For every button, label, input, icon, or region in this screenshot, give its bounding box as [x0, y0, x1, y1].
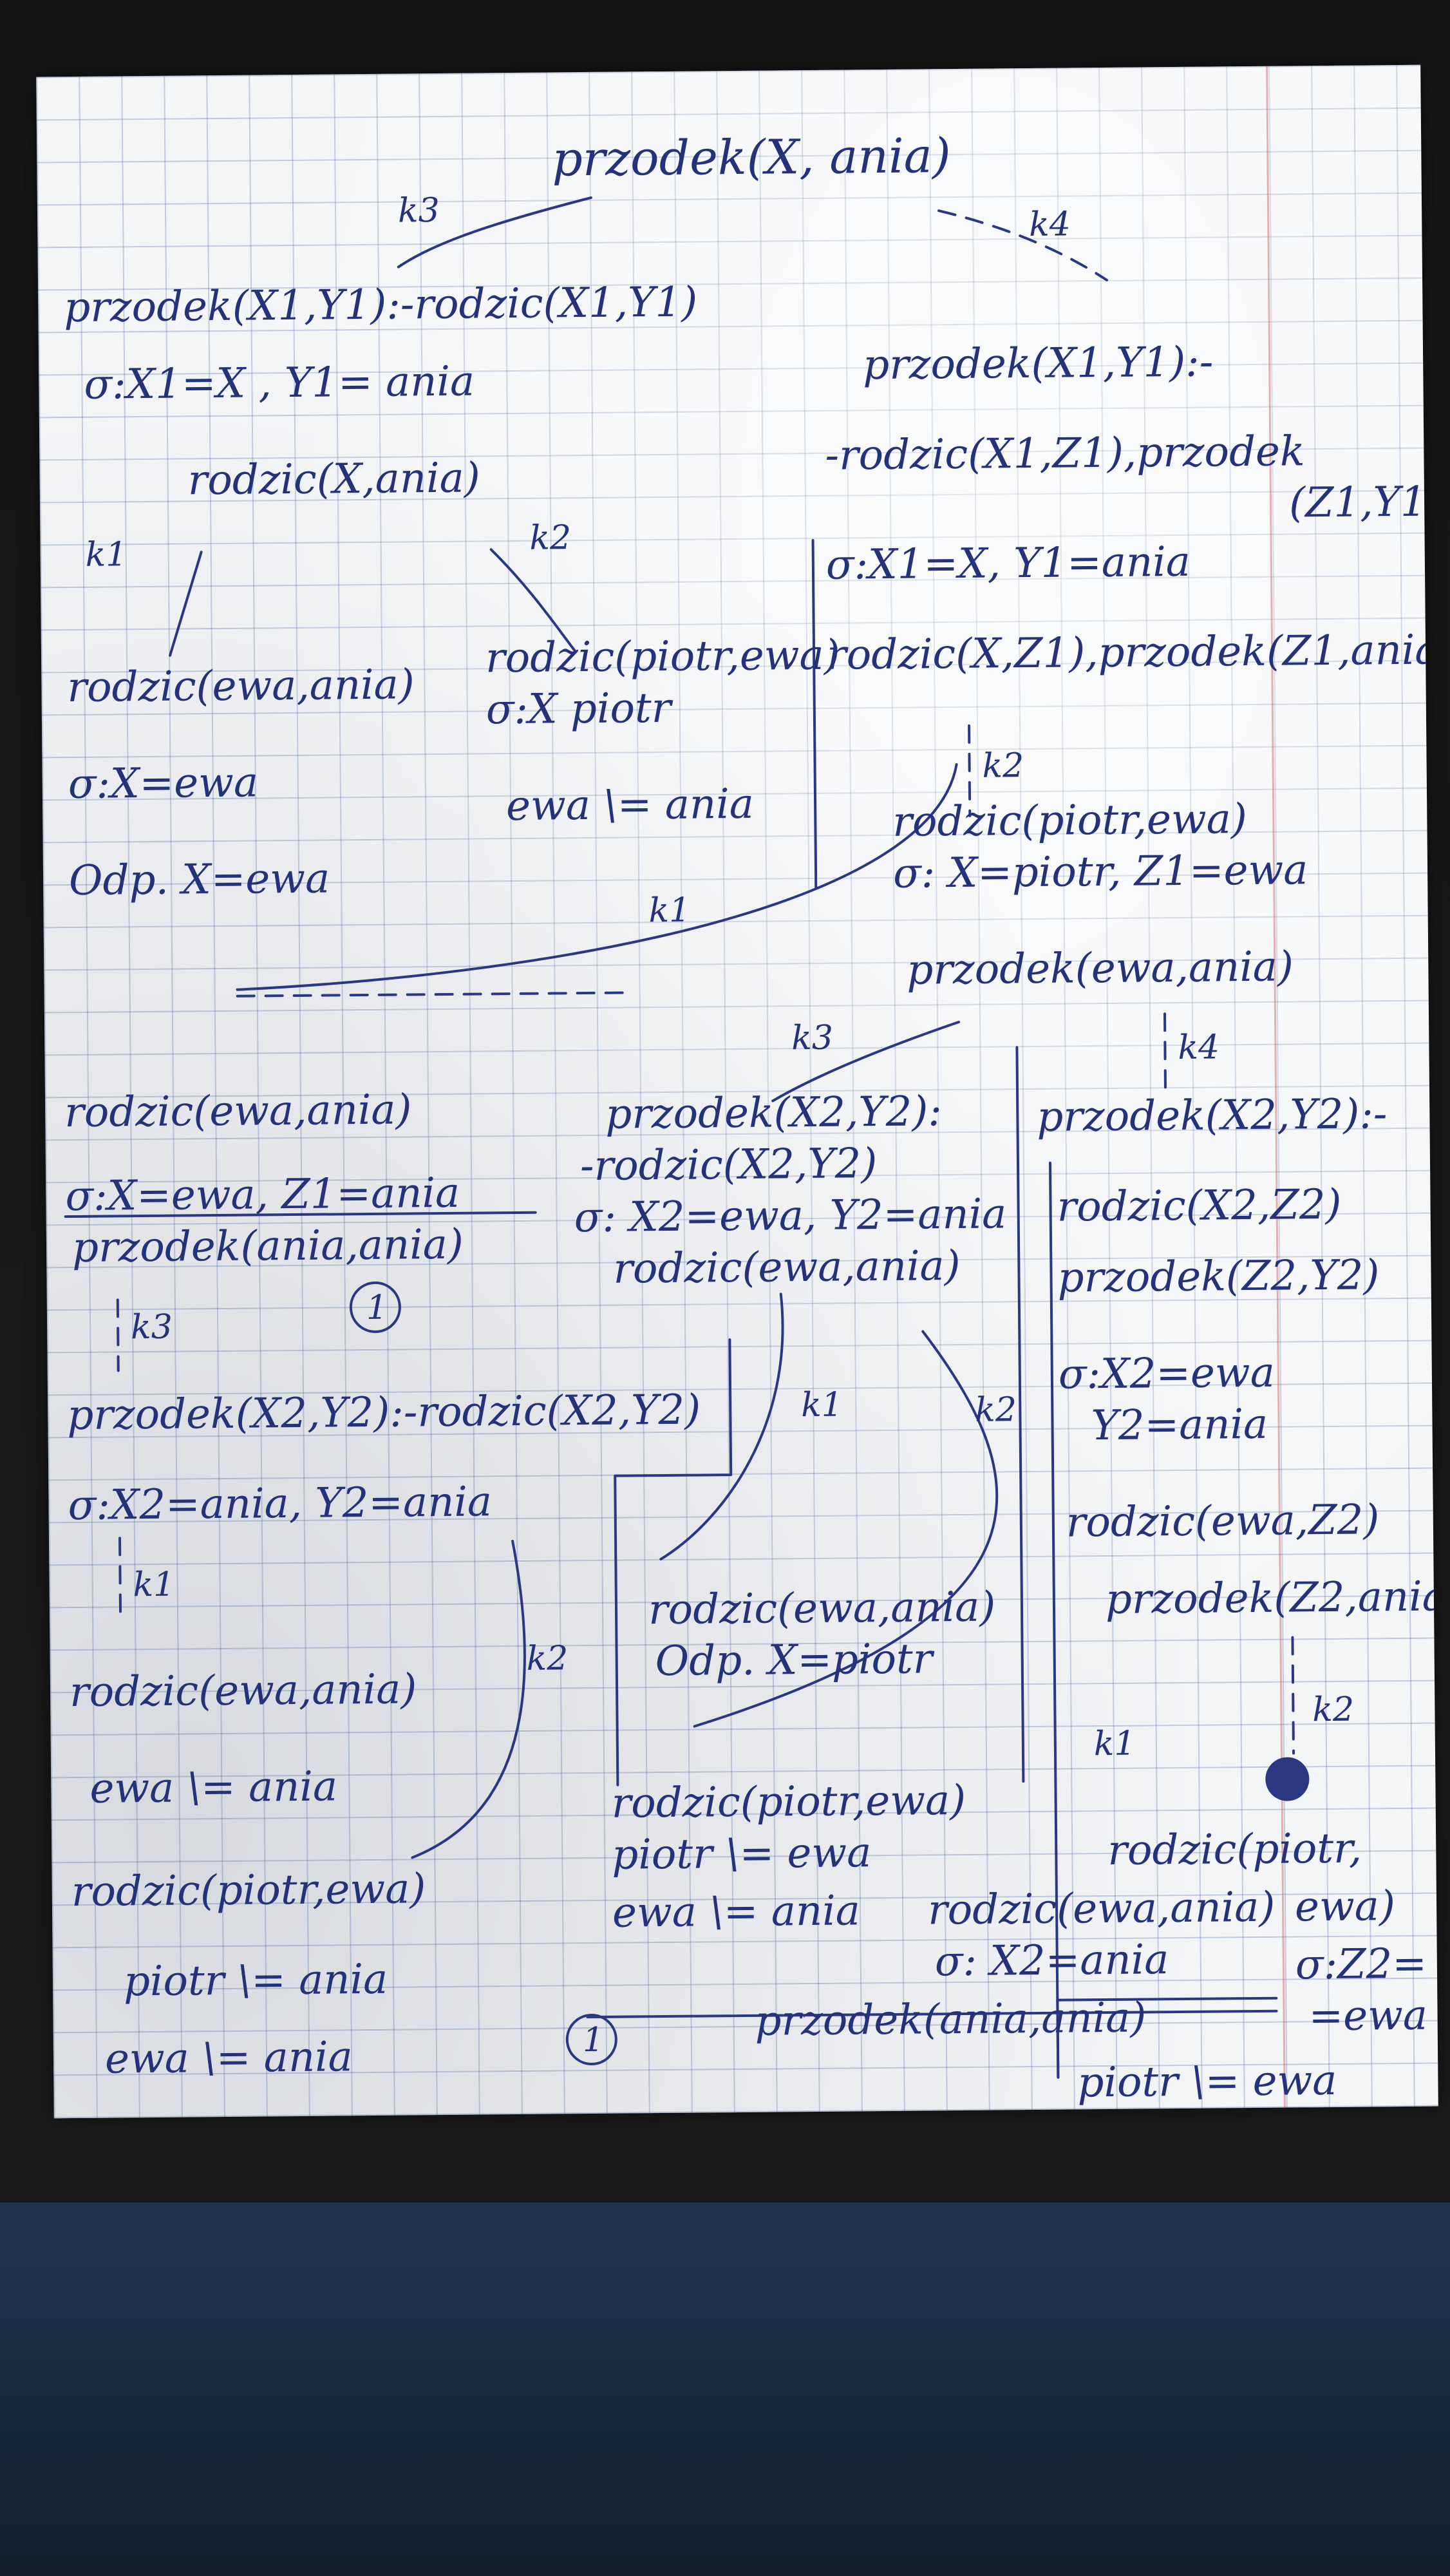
right-subst3b: =ewa — [1308, 1992, 1427, 2041]
arrow-k3-mid — [771, 1020, 961, 1103]
right-k2: k2 — [1312, 1690, 1354, 1730]
circle-ref-bottom — [565, 2014, 617, 2066]
graph-paper-sheet: przodek(X, ania) k3 k4 przodek(X1,Y1):-r… — [36, 64, 1438, 2119]
mid-goal: rodzic(ewa,ania) — [613, 1242, 961, 1293]
scribble-dot — [1265, 1757, 1310, 1801]
right-rule: przodek(X2,Y2):- — [1037, 1090, 1388, 1141]
left-fact2: rodzic(ewa,ania) — [70, 1665, 417, 1716]
underline-left — [64, 1211, 537, 1218]
left-neq3: ewa \= ania — [105, 2033, 353, 2083]
label-k4-mid: k4 — [1178, 1028, 1219, 1067]
handwritten-notes: przodek(X, ania) k3 k4 przodek(X1,Y1):-r… — [64, 128, 1438, 2107]
label-k2-a: k2 — [529, 518, 571, 558]
right-neq: piotr \= ewa — [1077, 2057, 1337, 2107]
label-k2-b: k2 — [982, 746, 1024, 786]
rule-b3: (Z1,Y1) — [1289, 478, 1438, 527]
circle-ref-left-label: 1 — [366, 1289, 388, 1327]
underline-bottom — [586, 2009, 1278, 2019]
arrow-k2-b — [968, 724, 972, 817]
arrow-k4-top — [937, 209, 1109, 281]
goal-b: rodzic(X,Z1),przodek(Z1,ania) — [827, 626, 1438, 679]
mid-neq2: ewa \= ania — [612, 1887, 860, 1937]
left-fact: rodzic(ewa,ania) — [64, 1086, 412, 1137]
subst-a: σ:X1=X , Y1= ania — [84, 358, 475, 409]
circle-ref-bottom-label: 1 — [583, 2021, 605, 2060]
left-k2: k2 — [526, 1639, 568, 1678]
left-k3: k3 — [131, 1308, 173, 1347]
mid-fact2: rodzic(piotr,ewa) — [611, 1777, 966, 1828]
left-neq2: piotr \= ania — [124, 1956, 388, 2006]
mid-answer: Odp. X=piotr — [655, 1635, 935, 1685]
fact-piotr-ewa: rodzic(piotr,ewa) — [485, 632, 840, 683]
mid-subst: σ: X2=ewa, Y2=ania — [574, 1190, 1006, 1242]
subst-piotr-z1: σ: X=piotr, Z1=ewa — [893, 846, 1308, 898]
mid-rule1: przodek(X2,Y2): — [605, 1088, 942, 1139]
left-fact3: rodzic(piotr,ewa) — [71, 1865, 426, 1916]
fact-ewa-ania: rodzic(ewa,ania) — [67, 661, 415, 712]
bracket-bottom — [1056, 1996, 1278, 2079]
left-subst: σ:X=ewa, Z1=ania — [65, 1170, 460, 1220]
right-fact: rodzic(piotr, — [1107, 1825, 1362, 1875]
label-k3-top: k3 — [398, 191, 440, 231]
right-goal1: rodzic(X2,Z2) — [1057, 1181, 1342, 1231]
answer-ewa: Odp. X=ewa — [69, 855, 330, 905]
left-rule: przodek(X2,Y2):-rodzic(X2,Y2) — [67, 1387, 701, 1440]
label-k1-a: k1 — [85, 535, 127, 574]
mid-k1: k1 — [801, 1386, 843, 1425]
left-przodek: przodek(ania,ania) — [72, 1221, 464, 1272]
right-subst3: σ:Z2= — [1295, 1940, 1427, 1989]
right-goal2: przodek(Z2,Y2) — [1057, 1251, 1380, 1302]
dash-backtrack — [236, 991, 625, 998]
subst-x-ewa: σ:X=ewa — [68, 759, 258, 808]
arrow-right-k2 — [1291, 1636, 1295, 1755]
subst-b: σ:X1=X, Y1=ania — [826, 538, 1191, 589]
curve-mid-k2 — [693, 1330, 999, 1728]
right-subst2: Y2=ania — [1091, 1401, 1268, 1450]
label-k4-top: k4 — [1029, 205, 1071, 244]
arrow-k3-top — [397, 196, 592, 269]
arrow-k1-a — [169, 551, 203, 657]
right-fact-b: ewa) — [1295, 1882, 1395, 1931]
mid-k2: k2 — [975, 1390, 1017, 1430]
left-neq: ewa \= ania — [89, 1763, 337, 1812]
bottom-goal: przodek(ania,ania) — [755, 1994, 1146, 2045]
mid-fact: rodzic(ewa,ania) — [648, 1584, 996, 1634]
curve-left-k2 — [411, 1540, 526, 1859]
left-subst2: σ:X2=ania, Y2=ania — [68, 1478, 492, 1530]
right-goal4: przodek(Z2,ania) — [1106, 1573, 1438, 1624]
rule-b1: przodek(X1,Y1):- — [863, 339, 1214, 390]
subst-x-piotr: σ:X piotr — [485, 685, 673, 734]
mid-neq: piotr \= ewa — [612, 1829, 872, 1879]
right-goal3: rodzic(ewa,Z2) — [1066, 1496, 1380, 1546]
circle-ref-left — [349, 1281, 401, 1333]
goal-rodzic-x-ania: rodzic(X,ania) — [187, 454, 480, 504]
right-k1: k1 — [1094, 1725, 1136, 1764]
bracket-mid-right — [1015, 1046, 1025, 1783]
curve-mid-k1 — [659, 1293, 784, 1561]
goal-przodek-ewa-ania: przodek(ewa,ania) — [907, 943, 1294, 994]
rule-a: przodek(X1,Y1):-rodzic(X1,Y1) — [64, 278, 697, 332]
top-goal: przodek(X, ania) — [552, 128, 951, 187]
bracket-right-a — [811, 538, 818, 889]
neq-ewa-ania: ewa \= ania — [506, 781, 754, 830]
left-k1: k1 — [133, 1566, 174, 1605]
mid-fact3: rodzic(ewa,ania) — [928, 1884, 1276, 1935]
curve-k1-mid — [236, 763, 958, 991]
mid-rule2: -rodzic(X2,Y2) — [580, 1140, 878, 1190]
box-mid — [614, 1338, 733, 1786]
label-k1-mid: k1 — [648, 891, 690, 931]
arrow-k2-a — [489, 548, 578, 654]
right-subst1: σ:X2=ewa — [1059, 1349, 1276, 1399]
label-k3-mid: k3 — [791, 1019, 833, 1058]
fact-piotr-ewa-2: rodzic(piotr,ewa) — [892, 795, 1247, 846]
desk-surface — [0, 2202, 1450, 2576]
mid-subst2: σ: X2=ania — [934, 1936, 1169, 1985]
rule-b2: -rodzic(X1,Z1),przodek — [825, 428, 1305, 480]
bracket-far-right — [1048, 1161, 1060, 2079]
